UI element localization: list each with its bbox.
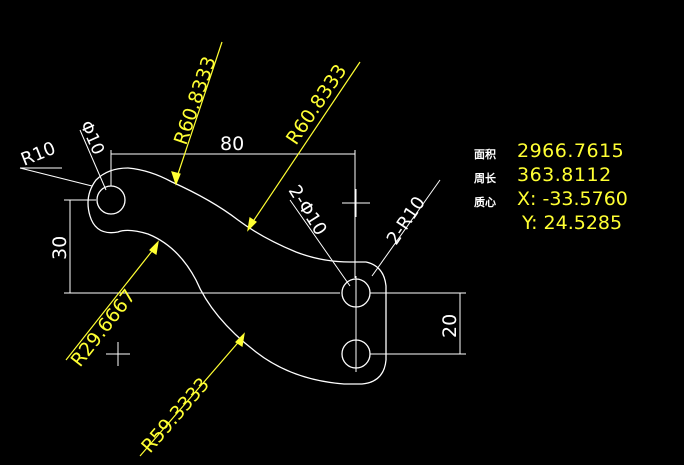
leader-r10 [19,167,93,187]
arrow-r296 [149,240,159,256]
r296-text: R29.6667 [67,285,141,371]
dim-30-text: 30 [49,236,71,260]
arrow-r60-left [171,171,181,186]
radius-leaders [65,41,361,457]
leader-r593 [139,337,243,457]
dimension-texts: 80 30 20 R10 Φ10 2-Φ10 2-R10 [18,118,461,338]
centroid-label: 质心 [474,196,496,209]
dim-80-text: 80 [220,133,244,155]
leader-2phi10 [289,199,351,287]
radius-texts: R60.8333 R60.8333 R29.6667 R59.3333 [67,54,352,458]
arrow-r60-right [247,216,257,232]
perimeter-value: 363.8112 [517,164,612,186]
radius-2r10-text: 2-R10 [383,193,430,249]
r593-text: R59.3333 [137,374,214,458]
centroid-y-value: Y: 24.5285 [522,212,623,234]
centroid-x-value: X: -33.5760 [517,188,628,210]
dim-20-text: 20 [439,314,461,338]
r60-right-text: R60.8333 [282,60,352,148]
perimeter-label: 周长 [474,172,496,185]
r10-text: R10 [18,138,59,171]
leader-r60-right [249,61,361,227]
leader-phi10 [79,129,107,191]
outline-path [87,167,387,385]
area-label: 面积 [474,148,496,161]
r60-left-text: R60.8333 [170,54,221,148]
leader-2r10 [371,179,441,277]
dimension-lines [19,129,466,372]
phi10-text: Φ10 [75,118,108,158]
arrow-r593 [235,332,245,348]
hole-2phi10-text: 2-Φ10 [284,182,331,240]
leader-r296 [65,245,157,361]
leader-r60-left [175,41,223,181]
hole-top-left [96,185,126,215]
area-value: 2966.7615 [517,140,625,162]
